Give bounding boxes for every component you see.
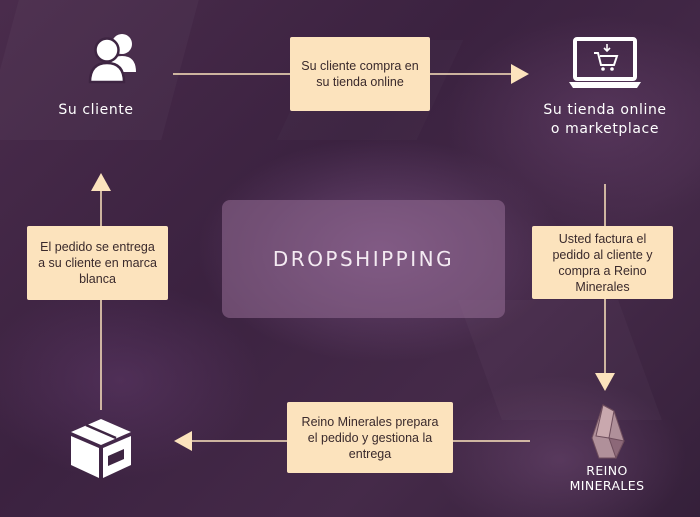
- customer-label-text: Su cliente: [58, 102, 134, 118]
- package-icon: [71, 419, 131, 478]
- center-title-box: DROPSHIPPING: [222, 200, 505, 318]
- crystal-icon: [591, 404, 625, 460]
- supplier-label: REINO MINERALES: [557, 463, 657, 493]
- arrowhead-right: [511, 64, 529, 84]
- arrowhead-up: [91, 173, 111, 191]
- step-deliver-text: El pedido se entrega a su cliente en mar…: [38, 240, 157, 286]
- step-purchase-text: Su cliente compra en su tienda online: [301, 59, 419, 89]
- users-icon: [88, 34, 136, 84]
- supplier-label-line2: MINERALES: [569, 478, 645, 493]
- step-prepare-text: Reino Minerales prepara el pedido y gest…: [301, 414, 439, 461]
- step-deliver-note: El pedido se entrega a su cliente en mar…: [27, 226, 168, 300]
- step-invoice-note: Usted factura el pedido al cliente y com…: [532, 226, 673, 299]
- store-label-line2: o marketplace: [550, 121, 660, 137]
- step-prepare-note: Reino Minerales prepara el pedido y gest…: [287, 402, 453, 473]
- arrowhead-down: [595, 373, 615, 391]
- step-purchase-note: Su cliente compra en su tienda online: [290, 37, 430, 111]
- laptop-cart-icon: [569, 37, 641, 88]
- store-label-line1: Su tienda online: [543, 102, 667, 118]
- center-title: DROPSHIPPING: [272, 247, 455, 271]
- arrowhead-left: [174, 431, 192, 451]
- customer-label: Su cliente: [46, 101, 146, 120]
- supplier-label-line1: REINO: [586, 463, 628, 478]
- step-invoice-text: Usted factura el pedido al cliente y com…: [552, 231, 653, 294]
- store-label: Su tienda online o marketplace: [530, 101, 680, 139]
